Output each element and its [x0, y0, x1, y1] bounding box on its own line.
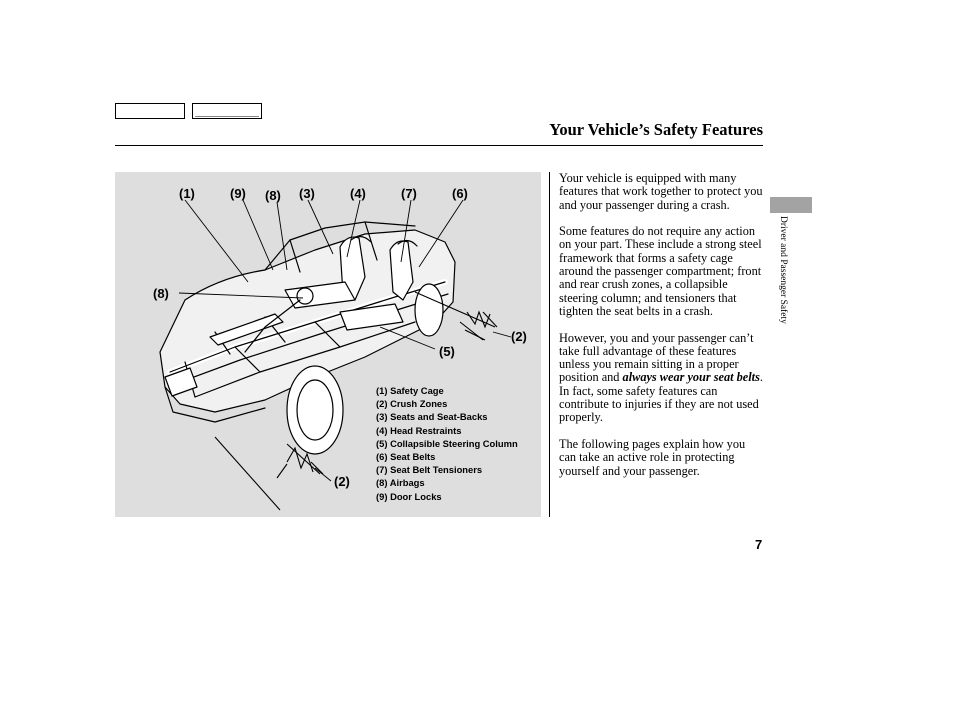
vehicle-cutaway-illustration [159, 199, 512, 511]
page-number: 7 [755, 537, 763, 552]
column-divider [549, 172, 550, 517]
safety-features-figure: (1) (9) (8) (3) (4) (7) (6) (8) (2) (5) … [115, 172, 541, 517]
callout-3-seats: (3) [299, 186, 315, 201]
paragraph-text: However, you and your passenger can’t ta… [559, 330, 754, 385]
legend-item: (5) Collapsible Steering Column [376, 437, 518, 449]
callout-2-crush-zone-rear: (2) [511, 329, 527, 344]
legend-item: (4) Head Restraints [376, 424, 462, 436]
section-label: Driver and Passenger Safety [778, 216, 788, 324]
callout-7-tensioners: (7) [401, 186, 417, 201]
legend-item: (7) Seat Belt Tensioners [376, 464, 483, 476]
body-text-column: Your vehicle is equipped with many featu… [559, 171, 765, 491]
header-tab-box-1 [115, 103, 185, 119]
legend-item: (9) Door Locks [376, 490, 442, 502]
page-title: Your Vehicle’s Safety Features [549, 120, 763, 139]
legend-item: (2) Crush Zones [376, 398, 448, 410]
legend-item: (3) Seats and Seat-Backs [376, 411, 488, 423]
callout-6-seat-belts: (6) [452, 186, 468, 201]
title-rule [115, 145, 763, 146]
legend-item: (1) Safety Cage [376, 385, 444, 396]
callout-9-door-locks: (9) [230, 186, 246, 201]
callout-1-safety-cage: (1) [179, 186, 195, 201]
header-tab-box-2 [192, 103, 262, 119]
callout-8-airbags-left: (8) [153, 286, 169, 301]
callout-2-crush-zone-front: (2) [334, 474, 350, 489]
paragraph-intro: Your vehicle is equipped with many featu… [559, 171, 763, 212]
callout-5-steering-column: (5) [439, 344, 455, 359]
callout-4-head-restraints: (4) [350, 186, 366, 201]
paragraph-passive-features: Some features do not require any action … [559, 224, 762, 318]
legend-item: (8) Airbags [376, 477, 425, 489]
emphasis-seat-belts: always wear your seat belts [622, 370, 760, 385]
section-tab [770, 197, 812, 213]
paragraph-text: . In fact, some safety features can cont… [559, 370, 763, 425]
callout-8-airbags-top: (8) [265, 188, 281, 203]
paragraph-following-pages: The following pages explain how you can … [559, 436, 746, 478]
figure-legend: (1) Safety Cage (2) Crush Zones (3) Seat… [376, 384, 518, 503]
paragraph-seat-belts: However, you and your passenger can’t ta… [559, 330, 765, 425]
legend-item: (6) Seat Belts [376, 451, 436, 463]
